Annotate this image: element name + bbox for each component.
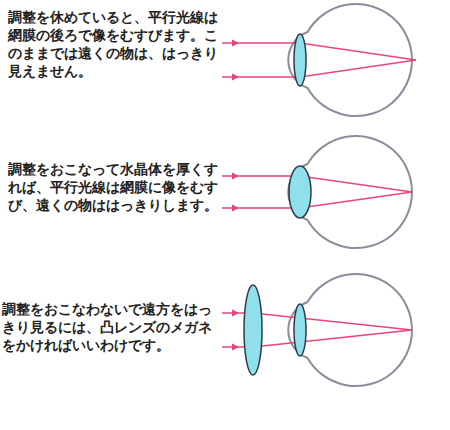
crystalline-lens [294, 304, 306, 356]
caption-note: 調整をおこなって水晶体を厚くすれば、平行光線は網膜に像をむすび、遠くの物ははっき… [8, 160, 218, 214]
eyeball-outline [288, 274, 412, 386]
light-ray [222, 192, 412, 208]
light-ray [222, 43, 416, 60]
light-ray [222, 60, 416, 77]
light-ray [222, 176, 412, 192]
ray-arrowhead [232, 40, 239, 47]
crystalline-lens [294, 34, 306, 86]
crystalline-lens [289, 166, 311, 218]
ray-arrowhead [232, 173, 239, 180]
ray-arrowhead [232, 74, 239, 81]
convex-glasses-lens [244, 285, 262, 375]
ray-arrowhead [232, 310, 239, 317]
caption-note: 調整を休めていると、平行光線は網膜の後ろで像をむすびます。このままでは遠くの物は… [8, 8, 218, 80]
ray-arrowhead [232, 205, 239, 212]
caption-note: 調整をおこなわないで遠方をはっきり見るには、凸レンズのメガネをかければいいわけで… [2, 300, 216, 354]
eyeball-outline [288, 4, 412, 116]
ray-arrowhead [232, 344, 239, 351]
eyeball-outline [288, 136, 412, 248]
